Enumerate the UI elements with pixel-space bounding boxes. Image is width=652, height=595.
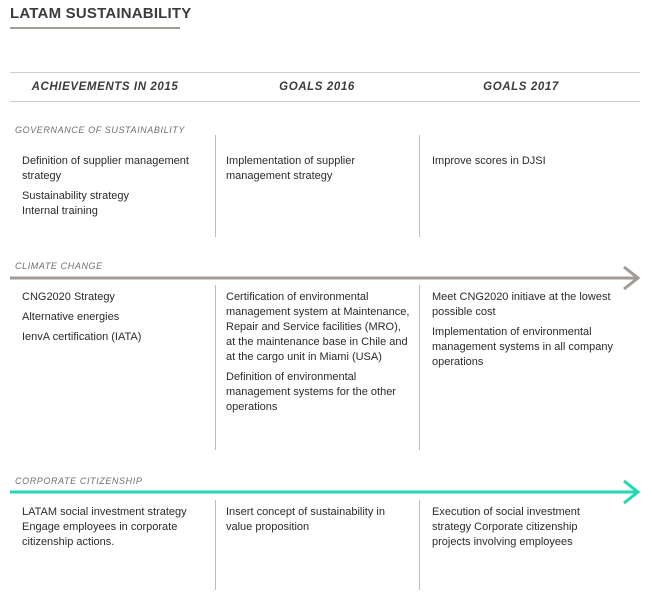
- cell-item: Definition of supplier management strate…: [22, 155, 189, 182]
- column-header-achievements-2015: ACHIEVEMENTS IN 2015: [31, 81, 179, 93]
- cell-governance-2016: Implementation of supplier management st…: [226, 154, 406, 189]
- cell-item: LATAM social investment strategy Engage …: [22, 506, 187, 548]
- cell-climate-2016: Certification of environmental managemen…: [226, 290, 412, 420]
- cell-item: Certification of environmental managemen…: [226, 291, 410, 363]
- cell-item: IenvA certification (IATA): [22, 331, 142, 343]
- column-divider: [215, 135, 216, 237]
- cell-citizenship-2016: Insert concept of sustainability in valu…: [226, 505, 406, 540]
- title-underline: [10, 27, 180, 29]
- climate-change-arrow: [10, 266, 641, 290]
- corporate-citizenship-arrow: [10, 480, 641, 504]
- header-top-rule: [10, 72, 640, 73]
- column-divider: [419, 500, 420, 590]
- cell-citizenship-2017: Execution of social investment strategy …: [432, 505, 597, 555]
- column-divider: [215, 500, 216, 590]
- section-label-governance: GOVERNANCE OF SUSTAINABILITY: [15, 125, 185, 135]
- header-bottom-rule: [10, 101, 640, 102]
- cell-climate-2015: CNG2020 Strategy Alternative energies Ie…: [22, 290, 207, 350]
- cell-governance-2015: Definition of supplier management strate…: [22, 154, 207, 224]
- column-header-goals-2017: GOALS 2017: [483, 81, 559, 93]
- column-header-goals-2016: GOALS 2016: [279, 81, 355, 93]
- cell-item: Insert concept of sustainability in valu…: [226, 506, 385, 533]
- cell-item: Execution of social investment strategy …: [432, 506, 580, 548]
- column-divider: [419, 135, 420, 237]
- column-divider: [215, 285, 216, 450]
- cell-item: Alternative energies: [22, 311, 120, 323]
- cell-governance-2017: Improve scores in DJSI: [432, 154, 632, 174]
- column-divider: [419, 285, 420, 450]
- cell-item: Sustainability strategy Internal trainin…: [22, 190, 129, 217]
- cell-item: Definition of environmental management s…: [226, 371, 396, 413]
- page-title: LATAM SUSTAINABILITY: [10, 5, 192, 22]
- section-label-corporate-citizenship: CORPORATE CITIZENSHIP: [15, 476, 143, 486]
- cell-item: Implementation of supplier management st…: [226, 155, 356, 182]
- cell-item: Meet CNG2020 initiave at the lowest poss…: [432, 291, 611, 318]
- cell-item: CNG2020 Strategy: [22, 291, 115, 303]
- cell-item: Implementation of environmental manageme…: [432, 326, 613, 368]
- cell-citizenship-2015: LATAM social investment strategy Engage …: [22, 505, 207, 555]
- cell-climate-2017: Meet CNG2020 initiave at the lowest poss…: [432, 290, 632, 375]
- section-label-climate-change: CLIMATE CHANGE: [15, 261, 103, 271]
- cell-item: Improve scores in DJSI: [432, 155, 546, 167]
